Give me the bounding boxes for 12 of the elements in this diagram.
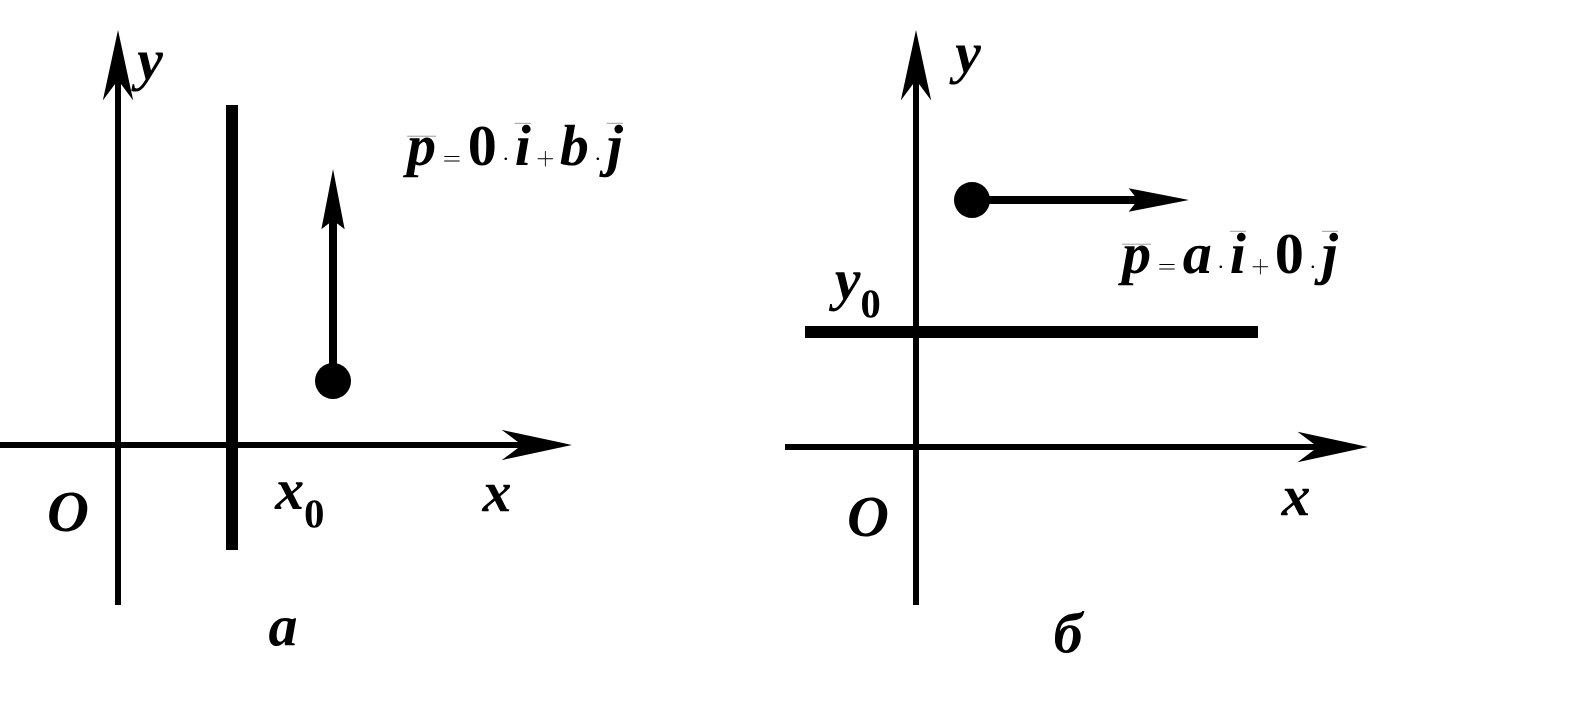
axis-label: $y$ bbox=[131, 52, 164, 92]
axis-label: $y$ bbox=[949, 45, 982, 85]
axis-label: $x$ bbox=[1280, 488, 1310, 516]
panel-label: б bbox=[1054, 610, 1085, 654]
vector-formula: $\overline{p}=0\cdot\overline{i}+b\cdot\overline{j}$ bbox=[402, 123, 624, 178]
origin-label: $O$ bbox=[49, 492, 88, 532]
vector-formula: $\overline{p}=a\cdot\overline{i}+0\cdot\overline{j}$ bbox=[1117, 231, 1339, 286]
panel-label: а bbox=[269, 618, 297, 646]
origin-label: $O$ bbox=[849, 497, 888, 537]
coordinate-label: $x_0$ bbox=[274, 482, 323, 528]
coordinate-label: $y_0$ bbox=[828, 272, 880, 318]
axis-label: $x$ bbox=[481, 484, 511, 512]
